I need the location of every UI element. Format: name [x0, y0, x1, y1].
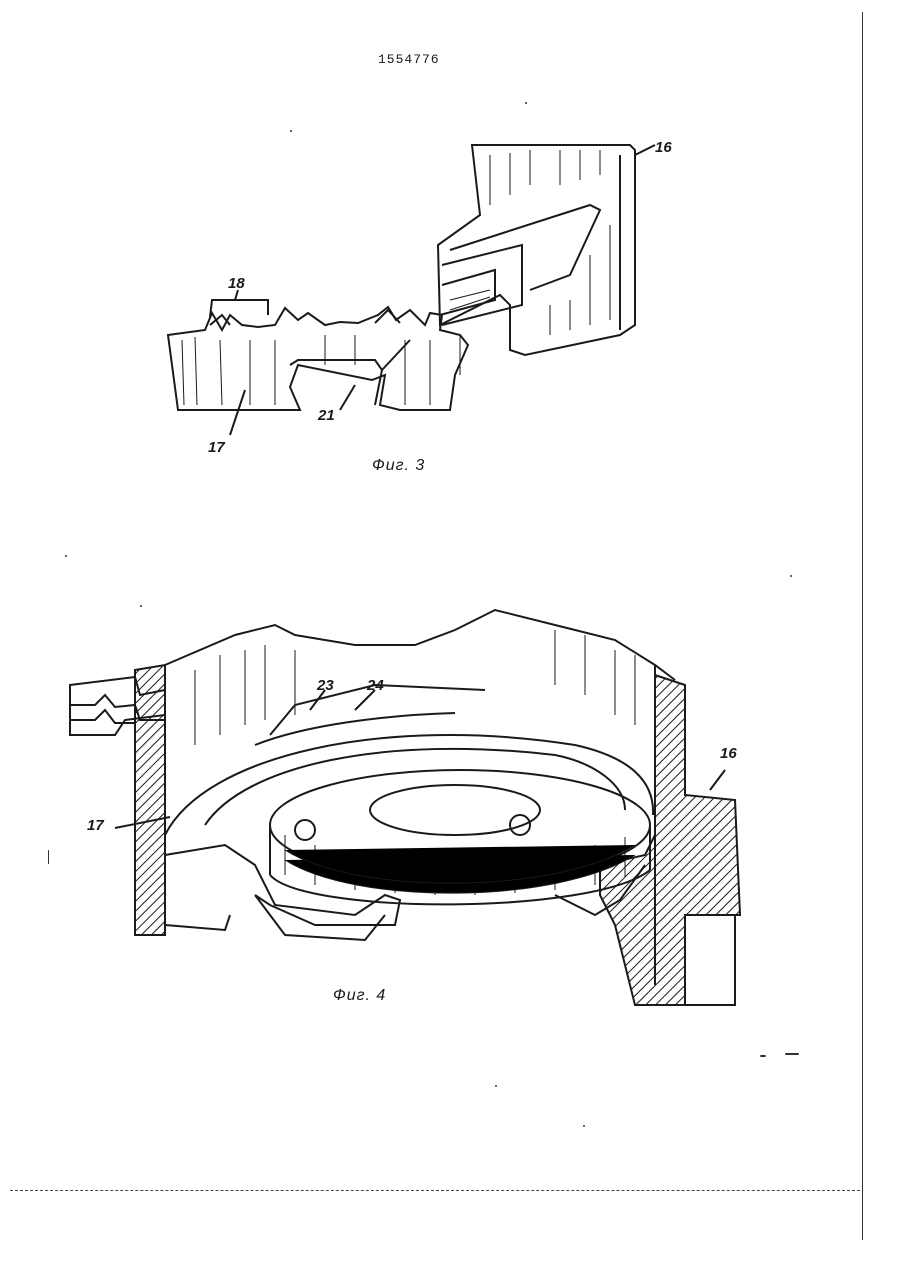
label-18: 18: [228, 275, 245, 292]
scan-speck: [140, 605, 142, 607]
page-number: 1554776: [378, 52, 440, 67]
right-margin-rule: [862, 12, 863, 1240]
label-21: 21: [318, 407, 335, 424]
scan-speck: [790, 575, 792, 577]
label-24: 24: [367, 677, 384, 694]
figure-4-caption: Фиг. 4: [333, 987, 386, 1005]
scan-speck: [525, 102, 527, 104]
figure-3: 16 18 21 17 Фиг. 3: [150, 125, 670, 485]
scan-speck: [495, 1085, 497, 1087]
label-23: 23: [317, 677, 334, 694]
figure-3-caption: Фиг. 3: [372, 457, 425, 475]
scan-speck: [290, 130, 292, 132]
scan-speck: [65, 555, 67, 557]
figure-4: 23 24 17 16 Фиг. 4: [55, 595, 775, 1015]
label-17: 17: [87, 817, 104, 834]
label-16: 16: [655, 139, 672, 156]
figure-4-drawing: [55, 595, 775, 1015]
scan-speck: [48, 850, 49, 864]
scan-speck: [760, 1055, 766, 1057]
figure-3-drawing: [150, 125, 670, 485]
scan-speck: [583, 1125, 585, 1127]
label-17: 17: [208, 439, 225, 456]
scan-speck: [785, 1053, 799, 1055]
bottom-dashed-line: [10, 1190, 860, 1191]
label-16: 16: [720, 745, 737, 762]
